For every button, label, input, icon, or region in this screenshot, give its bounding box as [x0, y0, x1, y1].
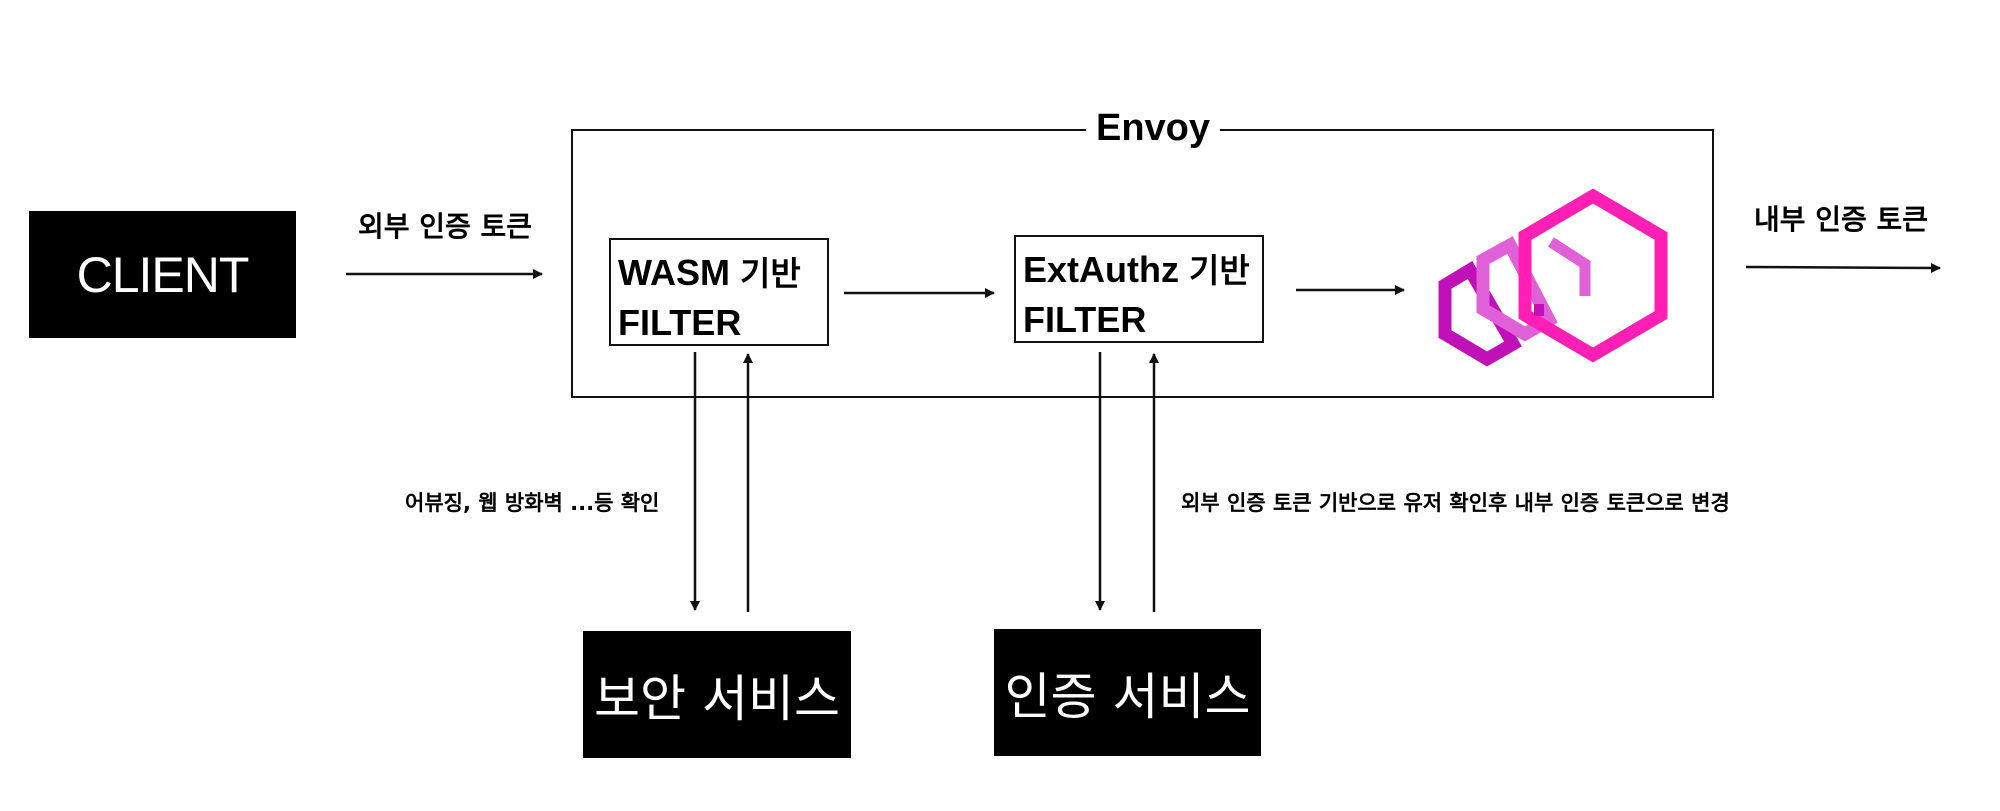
envoy-logo-back-hexagon: [1438, 261, 1522, 367]
extauthz-filter-line1: ExtAuthz 기반: [1023, 245, 1262, 295]
wasm-filter-line2: FILTER: [618, 302, 742, 343]
envoy-logo-inner-dot: [1534, 304, 1544, 316]
auth-service-label: 인증 서비스: [1004, 667, 1251, 726]
extauthz-filter-name: ExtAuthz: [1023, 249, 1179, 290]
envoy-title: Envoy: [1086, 104, 1220, 152]
wasm-filter-basis: 기반: [740, 254, 801, 293]
envoy-logo-front-hexagon: [1518, 188, 1668, 363]
client-box: CLIENT: [29, 211, 296, 338]
extauthz-filter-line2: FILTER: [1023, 299, 1147, 340]
security-service-label: 보안 서비스: [594, 669, 840, 728]
abuse-check-label: 어뷰징, 웹 방화벽 ...등 확인: [405, 491, 660, 515]
wasm-filter-line1: WASM 기반: [618, 248, 827, 298]
extauthz-filter-box: ExtAuthz 기반 FILTER: [1014, 235, 1264, 343]
internal-token-label: 내부 인증 토큰: [1754, 203, 1929, 236]
security-service-box: 보안 서비스: [583, 631, 851, 758]
extauthz-filter-basis: 기반: [1189, 251, 1250, 290]
wasm-filter-name: WASM: [618, 252, 730, 293]
wasm-filter-box: WASM 기반 FILTER: [609, 238, 829, 346]
envoy-logo-icon: [1438, 188, 1668, 367]
envoy-logo-inner-bracket: [1548, 237, 1591, 296]
external-token-label: 외부 인증 토큰: [358, 210, 533, 243]
auth-service-box: 인증 서비스: [994, 629, 1261, 756]
arrow-envoy-out: [1745, 262, 1941, 273]
client-label: CLIENT: [76, 246, 250, 303]
token-exchange-label: 외부 인증 토큰 기반으로 유저 확인후 내부 인증 토큰으로 변경: [1181, 491, 1730, 515]
